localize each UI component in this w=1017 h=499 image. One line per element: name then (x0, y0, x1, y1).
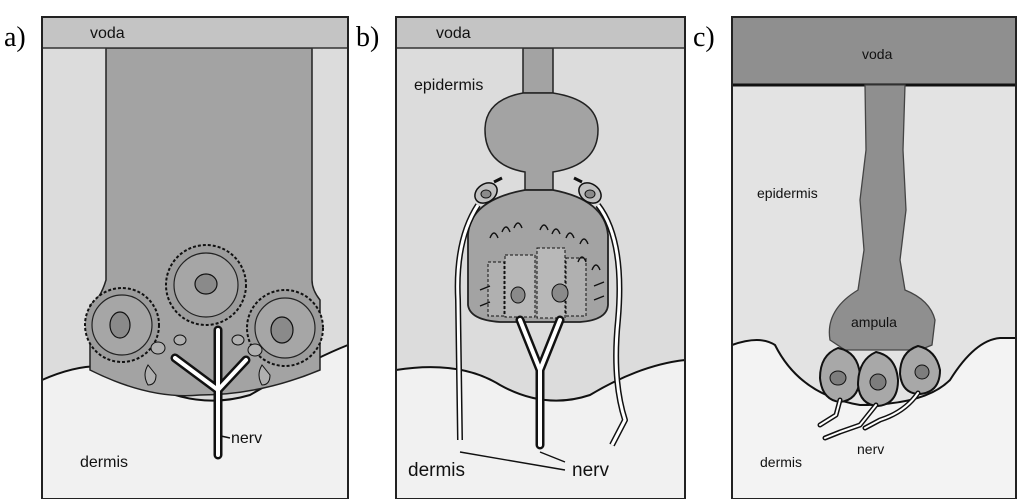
panel-a-water (42, 17, 348, 48)
panel-a: a) voda (4, 17, 348, 499)
panel-c-epidermis-label: epidermis (757, 185, 818, 201)
panel-b-nerve-label: nerv (572, 460, 609, 481)
panel-b-dermis-label: dermis (408, 460, 465, 481)
panel-b-water-label: voda (436, 25, 471, 42)
panel-c-nerve-label: nerv (857, 441, 884, 457)
panel-c: c) ampula voda epidermis nerv dermis (693, 17, 1017, 499)
panel-a-water-label: voda (90, 25, 125, 42)
panel-c-water-label: voda (862, 46, 893, 62)
panel-a-nerve-label: nerv (231, 430, 262, 447)
panel-a-letter: a) (4, 22, 26, 53)
panel-c-chamber-label: ampula (851, 314, 897, 330)
panel-b-letter: b) (356, 22, 379, 53)
panel-c-dermis-label: dermis (760, 454, 802, 470)
panel-b-epidermis-label: epidermis (414, 77, 483, 94)
panel-a-dermis-label: dermis (80, 454, 128, 471)
panel-b: b) (356, 17, 685, 499)
panel-c-letter: c) (693, 22, 715, 53)
